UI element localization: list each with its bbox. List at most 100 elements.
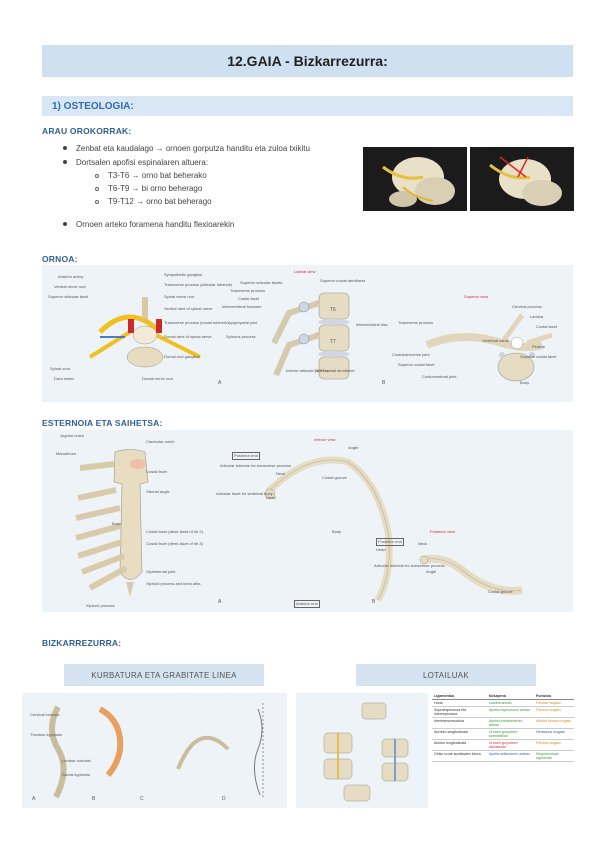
sub-rule-text: T6-T9 → bi orno beherago (108, 184, 203, 193)
label-a: Transverse process (costal tubercle) (164, 320, 229, 325)
table-cell: Aurreko longitudinala (432, 728, 487, 740)
label-a: Sympathetic ganglion (164, 272, 203, 277)
label-b: Intervertebral foramen (222, 304, 262, 309)
sub-rule-item: T9-T12 → orno bat beherago (63, 195, 363, 208)
label-rib-c: Neck (418, 541, 428, 546)
spinal-ligaments-illustration (323, 702, 409, 802)
esternoia-heading: ESTERNOIA ETA SAIHETSA: (42, 418, 163, 428)
label-a: Ventral nerve root (54, 284, 86, 289)
panel-tag-b: B (382, 380, 386, 386)
label-a: Superior articular facet (48, 294, 89, 299)
label-c: Costal facet (536, 324, 558, 329)
vertebra-cross-section-illustration (88, 297, 201, 368)
rule-item: Dortsalen apofisi espinalaren altuera: (63, 155, 363, 169)
label-a: Spinal cord (50, 366, 71, 371)
table-cell: Ornoen gorputzen atzealdean (486, 739, 535, 751)
label-c: Pedicle (532, 344, 546, 349)
vertebra-photo-right (470, 147, 574, 211)
label-a: Spinal nerve root (164, 294, 195, 299)
label-rib: Head (266, 495, 276, 500)
bullet-circle (95, 186, 99, 191)
label-rib: Articular tubercle for transverse proces… (220, 463, 291, 468)
label-rib: Costal groove (322, 475, 347, 480)
bullet-dot (63, 160, 67, 164)
table-cell: Apofisi espinosoen artean (486, 706, 535, 718)
label-sternum: Xiphoid process (86, 603, 115, 608)
label-a: Dorsal rami of spinal nerve (164, 334, 212, 339)
curvature-pill: KURBATURA ETA GRABITATE LINEA (64, 664, 264, 686)
table-cell: Ohiko urrak apofisialen lotura (432, 750, 487, 762)
panel-tag-b: B (372, 599, 376, 605)
bullet-circle (95, 173, 99, 178)
rule-item: Ornoen arteko foramena handitu flexioare… (63, 217, 363, 231)
superior-view-title: Superior view (464, 294, 489, 299)
rib-inferior-illustration (264, 456, 393, 602)
table-cell: Ornoen gorputzen aurrealdean (486, 728, 535, 740)
curve-label: Lumbar lordosis (62, 758, 91, 763)
sub-rule-item: T3-T6 → orno bat beherako (63, 169, 363, 182)
table-cell: Intertransversarioa (432, 717, 487, 729)
curve-tag: C (140, 796, 144, 802)
label-a: Dorsal nerve root (142, 376, 173, 381)
label-c: Costotransverse joint (392, 352, 430, 357)
rib-vertebra-superior-illustration (425, 313, 553, 382)
page-title: 12.GAIA - Bizkarrezurra: (42, 45, 573, 77)
sub-rule-text: T9-T12 → orno bat beherago (108, 197, 212, 206)
label-a: Transverse process (articular tubercle) (164, 282, 233, 287)
spinal-curvature-illustration (49, 703, 264, 799)
vertebra-photo-left (363, 147, 467, 211)
ornoa-figure-panel: Anterior artery Ventral nerve root Super… (42, 265, 573, 402)
general-rules-heading: ARAU OROKORRAK: (42, 126, 132, 136)
label-sternum: Body (112, 521, 122, 526)
label-rib-c: Posterior end (376, 538, 404, 546)
bullet-dot (63, 146, 67, 150)
label-b: Superior costal demifacet (320, 278, 366, 283)
panel-tag-a: A (218, 599, 222, 605)
rib-posterior-illustration (419, 554, 523, 595)
label-sternum: Manubrium (56, 451, 77, 456)
table-cell: Flexioa mugatu (534, 706, 574, 718)
rule-text: Dortsalen apofisi espinalaren altuera: (76, 157, 209, 167)
label-c: Superior costal facet (520, 354, 557, 359)
label-sternum: Clavicular notch (146, 439, 175, 444)
label-sternum: Costal facet (demi-facet of rib 2) (146, 529, 203, 534)
label-c: Body (520, 380, 530, 385)
table-cell: Flexioa mugatu (534, 699, 574, 707)
label-a: Dorsal root ganglion (164, 354, 200, 359)
esternoia-figure-panel: Jugular notch Manubrium Clavicular notch… (42, 430, 573, 612)
table-header: Kokapena (486, 693, 535, 700)
label-rib: Angle (348, 445, 359, 450)
label-b: Intervertebral disc (356, 322, 388, 327)
posterior-view-title: Posterior view (430, 529, 456, 534)
vertebra-tag-t6: T6 (330, 307, 336, 313)
rule-text: Ornoen arteko foramena handitu flexioare… (76, 219, 235, 229)
label-sternum: Costal facet (demi-facet of rib 3) (146, 541, 203, 546)
label-rib: Body (332, 529, 342, 534)
curve-tag: D (222, 796, 226, 802)
label-rib: Posterior end (232, 452, 260, 460)
curve-tag: A (32, 796, 36, 802)
curve-label: Cervical lordosis (30, 712, 60, 717)
rules-list: Zenbat eta kaudalago → ornoen gorputza h… (63, 141, 363, 231)
ligaments-figure-panel (296, 693, 428, 808)
panel-tag-a: A (218, 380, 222, 386)
table-cell: Supraespinosoa eta interespinosoa (432, 706, 487, 718)
table-header: Funtzioa (534, 693, 574, 700)
label-b: Spinous process (226, 334, 256, 339)
label-c: Vertebral canal (482, 338, 509, 343)
label-rib-c: Articular tubercle for transverse proces… (374, 563, 445, 568)
section-osteologia-title: 1) OSTEOLOGIA: (42, 96, 573, 116)
table-cell: Lamina artean (486, 699, 535, 707)
label-rib-c: Costal groove (488, 589, 513, 594)
label-rib-c: Head (376, 547, 386, 552)
table-cell: Mugimenduak egonkortu (534, 750, 574, 762)
bullet-circle (95, 199, 99, 204)
label-b: Apophyseal joint (228, 320, 258, 325)
